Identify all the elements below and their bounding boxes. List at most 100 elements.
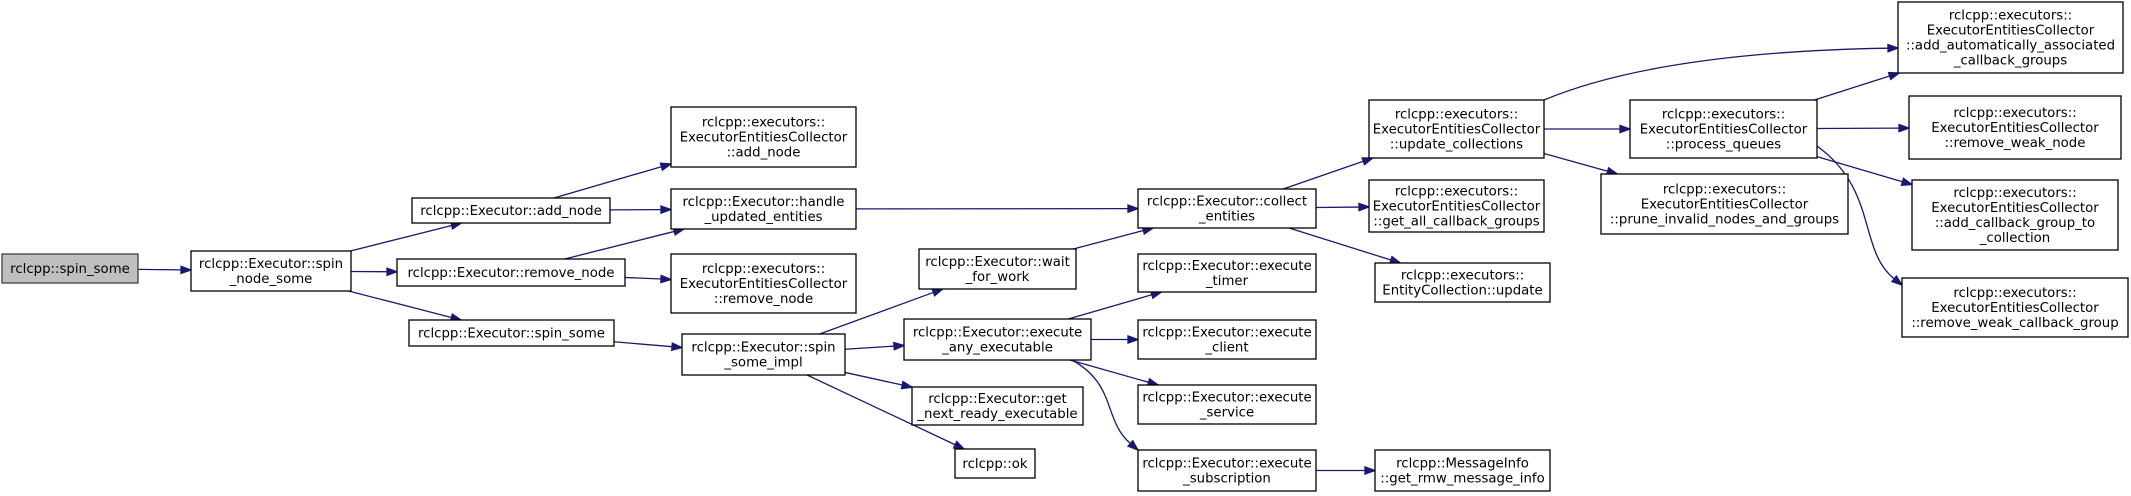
edge-handle-updated-to-collect-entities — [855, 204, 1140, 214]
edge-update-collections-to-add-auto-assoc — [1543, 43, 1900, 101]
edge-spin-some-impl-to-get-next-ready — [844, 371, 914, 390]
node-label-line: ::prune_invalid_nodes_and_groups — [1610, 213, 1839, 228]
node-box — [1368, 99, 1545, 159]
node-box — [1, 253, 139, 284]
node-label-line: ::add_callback_group_to — [1935, 216, 2095, 231]
call-edges — [137, 43, 1914, 476]
edge-line — [137, 268, 182, 271]
arrowhead-icon — [1127, 334, 1140, 345]
node-handle-updated[interactable]: rclcpp::Executor::handle_updated_entitie… — [670, 188, 857, 230]
arrowhead-icon — [386, 267, 399, 277]
node-collect-entities[interactable]: rclcpp::Executor::collect_entities — [1137, 188, 1317, 229]
edge-remove-node-to-handle-updated — [564, 227, 686, 260]
node-execute-timer[interactable]: rclcpp::Executor::execute_timer — [1137, 253, 1317, 293]
node-box — [1374, 262, 1551, 303]
node-box — [1901, 277, 2129, 338]
node-ok[interactable]: rclcpp::ok — [954, 448, 1036, 479]
node-remove-weak-cb-group[interactable]: rclcpp::executors::ExecutorEntitiesColle… — [1901, 277, 2129, 338]
edge-line — [624, 276, 662, 280]
node-label-line: rclcpp::executors:: — [1953, 106, 2076, 121]
node-label-line: _any_executable — [941, 341, 1053, 356]
edge-spin-node-some-to-remove-node — [350, 267, 399, 277]
node-label-line: _some_impl — [723, 356, 802, 371]
edge-line — [1816, 155, 1903, 183]
edge-ex-spin-some-to-spin-some-impl — [613, 341, 684, 352]
edge-spin-some-to-spin-node-some — [137, 265, 193, 275]
node-execute-service[interactable]: rclcpp::Executor::execute_service — [1137, 384, 1317, 425]
edge-update-collections-to-prune-invalid — [1543, 152, 1620, 176]
node-label-line: rclcpp::executors:: — [1953, 286, 2076, 301]
node-box — [911, 386, 1084, 426]
arrowhead-icon — [952, 440, 966, 450]
node-box — [918, 248, 1077, 290]
node-label-line: rclcpp::executors:: — [1662, 108, 1785, 123]
node-spin-some[interactable]: rclcpp::spin_some — [1, 253, 139, 284]
node-label-line: ::remove_weak_node — [1945, 136, 2086, 151]
node-get-next-ready[interactable]: rclcpp::Executor::get_next_ready_executa… — [911, 386, 1084, 426]
edge-wait-for-work-to-collect-entities — [1073, 226, 1155, 250]
node-label-line: ExecutorEntitiesCollector — [1927, 24, 2095, 39]
node-add-node[interactable]: rclcpp::Executor::add_node — [411, 197, 611, 224]
node-remove-node[interactable]: rclcpp::Executor::remove_node — [396, 258, 626, 287]
node-label-line: rclcpp::executors:: — [1949, 9, 2072, 24]
node-label-line: ExecutorEntitiesCollector — [1931, 301, 2099, 316]
edge-process-queues-to-add-auto-assoc — [1814, 71, 1901, 101]
edge-execute-any-to-execute-subscription — [1071, 359, 1140, 452]
node-execute-client[interactable]: rclcpp::Executor::execute_client — [1137, 319, 1317, 360]
node-label-line: rclcpp::Executor::collect — [1147, 195, 1307, 210]
node-label-line: _entities — [1198, 210, 1255, 225]
node-box — [1368, 179, 1545, 233]
node-box — [1137, 449, 1317, 492]
node-prune-invalid[interactable]: rclcpp::executors::ExecutorEntitiesColle… — [1600, 173, 1849, 235]
node-wait-for-work[interactable]: rclcpp::Executor::wait_for_work — [918, 248, 1077, 290]
node-execute-any[interactable]: rclcpp::Executor::execute_any_executable — [903, 318, 1092, 361]
arrowhead-icon — [1361, 157, 1375, 166]
node-label-line: ::remove_node — [714, 292, 813, 307]
node-process-queues[interactable]: rclcpp::executors::ExecutorEntitiesColle… — [1629, 99, 1818, 159]
node-box — [408, 319, 615, 347]
edge-add-node-to-handle-updated — [609, 205, 673, 215]
node-box — [396, 258, 626, 287]
arrowhead-icon — [1358, 202, 1371, 212]
arrowhead-icon — [1619, 124, 1632, 134]
node-box — [1137, 253, 1317, 293]
edge-line — [1071, 359, 1131, 444]
edge-collect-entities-to-get-all-callback-groups — [1315, 202, 1371, 212]
edge-line — [1073, 229, 1144, 250]
node-box — [190, 250, 352, 292]
node-spin-node-some[interactable]: rclcpp::Executor::spin_node_some — [190, 250, 352, 292]
node-label-line: _service — [1199, 406, 1254, 421]
node-label-line: _timer — [1205, 274, 1249, 289]
node-execute-subscription[interactable]: rclcpp::Executor::execute_subscription — [1137, 449, 1317, 492]
node-eec-remove-node[interactable]: rclcpp::executors::ExecutorEntitiesColle… — [670, 253, 857, 314]
node-eec-add-node[interactable]: rclcpp::executors::ExecutorEntitiesColle… — [670, 106, 857, 168]
arrowhead-icon — [659, 162, 673, 172]
arrowhead-icon — [1898, 123, 1911, 133]
arrowhead-icon — [1890, 274, 1904, 287]
node-remove-weak-node[interactable]: rclcpp::executors::ExecutorEntitiesColle… — [1908, 95, 2122, 160]
node-add-cb-group-to-coll[interactable]: rclcpp::executors::ExecutorEntitiesColle… — [1911, 179, 2119, 251]
node-add-auto-assoc[interactable]: rclcpp::executors::ExecutorEntitiesColle… — [1897, 1, 2124, 74]
node-label-line: rclcpp::Executor::spin — [691, 341, 835, 356]
node-spin-some-impl[interactable]: rclcpp::Executor::spin_some_impl — [681, 333, 846, 376]
edge-process-queues-to-add-cb-group-to-coll — [1816, 155, 1914, 186]
node-ex-spin-some[interactable]: rclcpp::Executor::spin_some — [408, 319, 615, 347]
node-label-line: _subscription — [1182, 472, 1271, 487]
edge-add-node-to-eec-add-node — [553, 162, 673, 199]
node-get-all-callback-groups[interactable]: rclcpp::executors::ExecutorEntitiesColle… — [1368, 179, 1545, 233]
edge-line — [350, 224, 452, 252]
node-get-rmw-message-info[interactable]: rclcpp::MessageInfo::get_rmw_message_inf… — [1374, 449, 1551, 492]
node-label-line: EntityCollection::update — [1382, 284, 1542, 299]
node-box — [1897, 1, 2124, 74]
edge-line — [1816, 145, 1895, 280]
node-label-line: rclcpp::Executor::add_node — [420, 204, 602, 219]
edge-line — [1543, 152, 1608, 172]
edge-spin-node-some-to-add-node — [350, 221, 464, 252]
node-label-line: ::get_rmw_message_info — [1380, 472, 1545, 487]
node-entity-update[interactable]: rclcpp::executors::EntityCollection::upd… — [1374, 262, 1551, 303]
edge-line — [348, 290, 452, 319]
node-update-collections[interactable]: rclcpp::executors::ExecutorEntitiesColle… — [1368, 99, 1545, 159]
node-label-line: rclcpp::Executor::spin_some — [418, 327, 605, 342]
